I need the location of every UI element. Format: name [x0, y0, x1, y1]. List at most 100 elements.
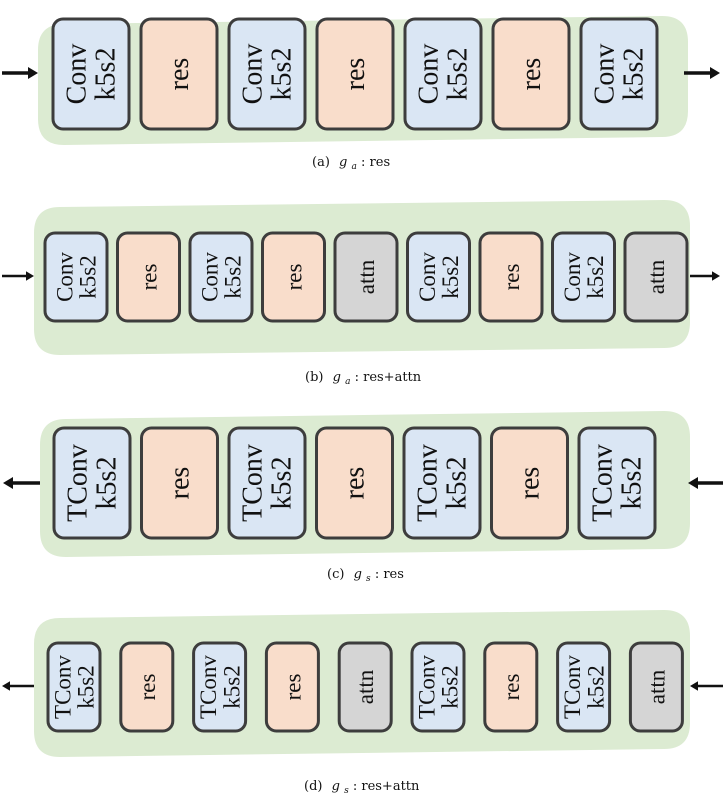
block-label: res: [164, 467, 195, 500]
block-label: attn: [644, 259, 669, 294]
block-label: res: [164, 58, 195, 91]
block-label: res: [281, 264, 306, 291]
arrow-head: [690, 681, 698, 691]
block-box: [337, 641, 393, 733]
block-label-line: Conv: [559, 252, 584, 302]
block-box: [192, 641, 248, 733]
block-label-line: Conv: [52, 252, 77, 302]
caption-subscript: s: [366, 574, 371, 584]
block-label: res: [280, 674, 305, 701]
block-label-line: res: [516, 58, 547, 91]
block-label-line: Conv: [414, 252, 439, 302]
block-label-line: k5s2: [266, 457, 297, 510]
block-label-line: k5s2: [616, 457, 647, 510]
block-label-line: attn: [353, 669, 378, 704]
block-label-line: k5s2: [583, 255, 608, 298]
block-box: [119, 641, 175, 733]
block-label-line: res: [340, 58, 371, 91]
block-conv: TConvk5s2: [227, 426, 307, 540]
caption-suffix: : res+attn: [353, 779, 420, 794]
block-box: [551, 231, 616, 323]
input-arrow: [2, 271, 34, 281]
block-label: res: [340, 58, 371, 91]
arrow-head: [688, 477, 698, 489]
caption-symbol: g: [339, 155, 347, 170]
block-box: [261, 231, 326, 323]
caption: (a) g a : res: [312, 155, 390, 173]
block-box: [483, 641, 539, 733]
block-label: Convk5s2: [197, 252, 245, 302]
block-label-line: res: [281, 264, 306, 291]
arrow-head: [3, 477, 13, 489]
block-box: [227, 17, 307, 131]
block-label-line: res: [339, 467, 370, 500]
block-attn: attn: [623, 231, 689, 323]
block-box: [140, 426, 219, 540]
block-box: [139, 17, 219, 131]
block-conv: TConvk5s2: [52, 426, 132, 540]
block-conv: TConvk5s2: [402, 426, 482, 540]
block-label-line: Conv: [413, 44, 444, 105]
block-label: TConvk5s2: [50, 655, 98, 719]
block-label-line: TConv: [62, 444, 93, 522]
block-box: [264, 641, 320, 733]
caption-suffix: : res: [361, 155, 390, 170]
block-box: [490, 426, 569, 540]
input-arrow: [690, 681, 723, 691]
block-label-line: TConv: [412, 444, 443, 522]
arrow-head: [2, 681, 10, 691]
block-label-line: res: [280, 674, 305, 701]
block-res: res: [478, 231, 544, 323]
caption-prefix: (c): [327, 567, 344, 582]
block-label: res: [514, 467, 545, 500]
block-res: res: [315, 426, 394, 540]
block-label: attn: [353, 669, 378, 704]
block-box: [43, 231, 109, 323]
block-label-line: attn: [644, 669, 669, 704]
block-box: [579, 17, 659, 131]
block-box: [410, 641, 466, 733]
arrow-head: [710, 67, 720, 79]
block-box: [403, 17, 483, 131]
block-box: [402, 426, 482, 540]
caption: (b) g a : res+attn: [305, 370, 422, 388]
caption: (d) g s : res+attn: [304, 779, 420, 797]
block-conv: Convk5s2: [51, 17, 131, 131]
block-label: TConvk5s2: [587, 444, 647, 522]
block-label-line: k5s2: [220, 255, 245, 298]
block-label-line: k5s2: [437, 665, 462, 708]
arrow-head: [712, 271, 720, 281]
caption-symbol: g: [354, 567, 362, 582]
block-label-line: attn: [644, 259, 669, 294]
block-label: TConvk5s2: [412, 444, 472, 522]
input-arrow: [2, 67, 38, 79]
block-box: [46, 641, 102, 733]
block-label: Convk5s2: [237, 44, 297, 105]
block-label-line: k5s2: [75, 255, 100, 298]
caption-suffix: : res: [375, 567, 404, 582]
block-res: res: [491, 17, 571, 131]
block-label: res: [134, 674, 159, 701]
caption-prefix: (d): [304, 779, 322, 794]
block-res: res: [315, 17, 395, 131]
block-box: [315, 17, 395, 131]
caption-prefix: (a): [312, 155, 330, 170]
block-conv: Convk5s2: [188, 231, 254, 323]
block-label-line: TConv: [237, 444, 268, 522]
block-box: [628, 641, 684, 733]
output-arrow: [684, 67, 720, 79]
block-attn: attn: [333, 231, 399, 323]
block-label-line: k5s2: [438, 255, 463, 298]
block-res: res: [490, 426, 569, 540]
block-label: TConvk5s2: [195, 655, 243, 719]
block-res: res: [264, 641, 320, 733]
block-label: attn: [644, 669, 669, 704]
block-label-line: attn: [354, 259, 379, 294]
block-label-line: res: [136, 264, 161, 291]
block-conv: TConvk5s2: [556, 641, 612, 733]
caption-symbol: g: [333, 370, 341, 385]
